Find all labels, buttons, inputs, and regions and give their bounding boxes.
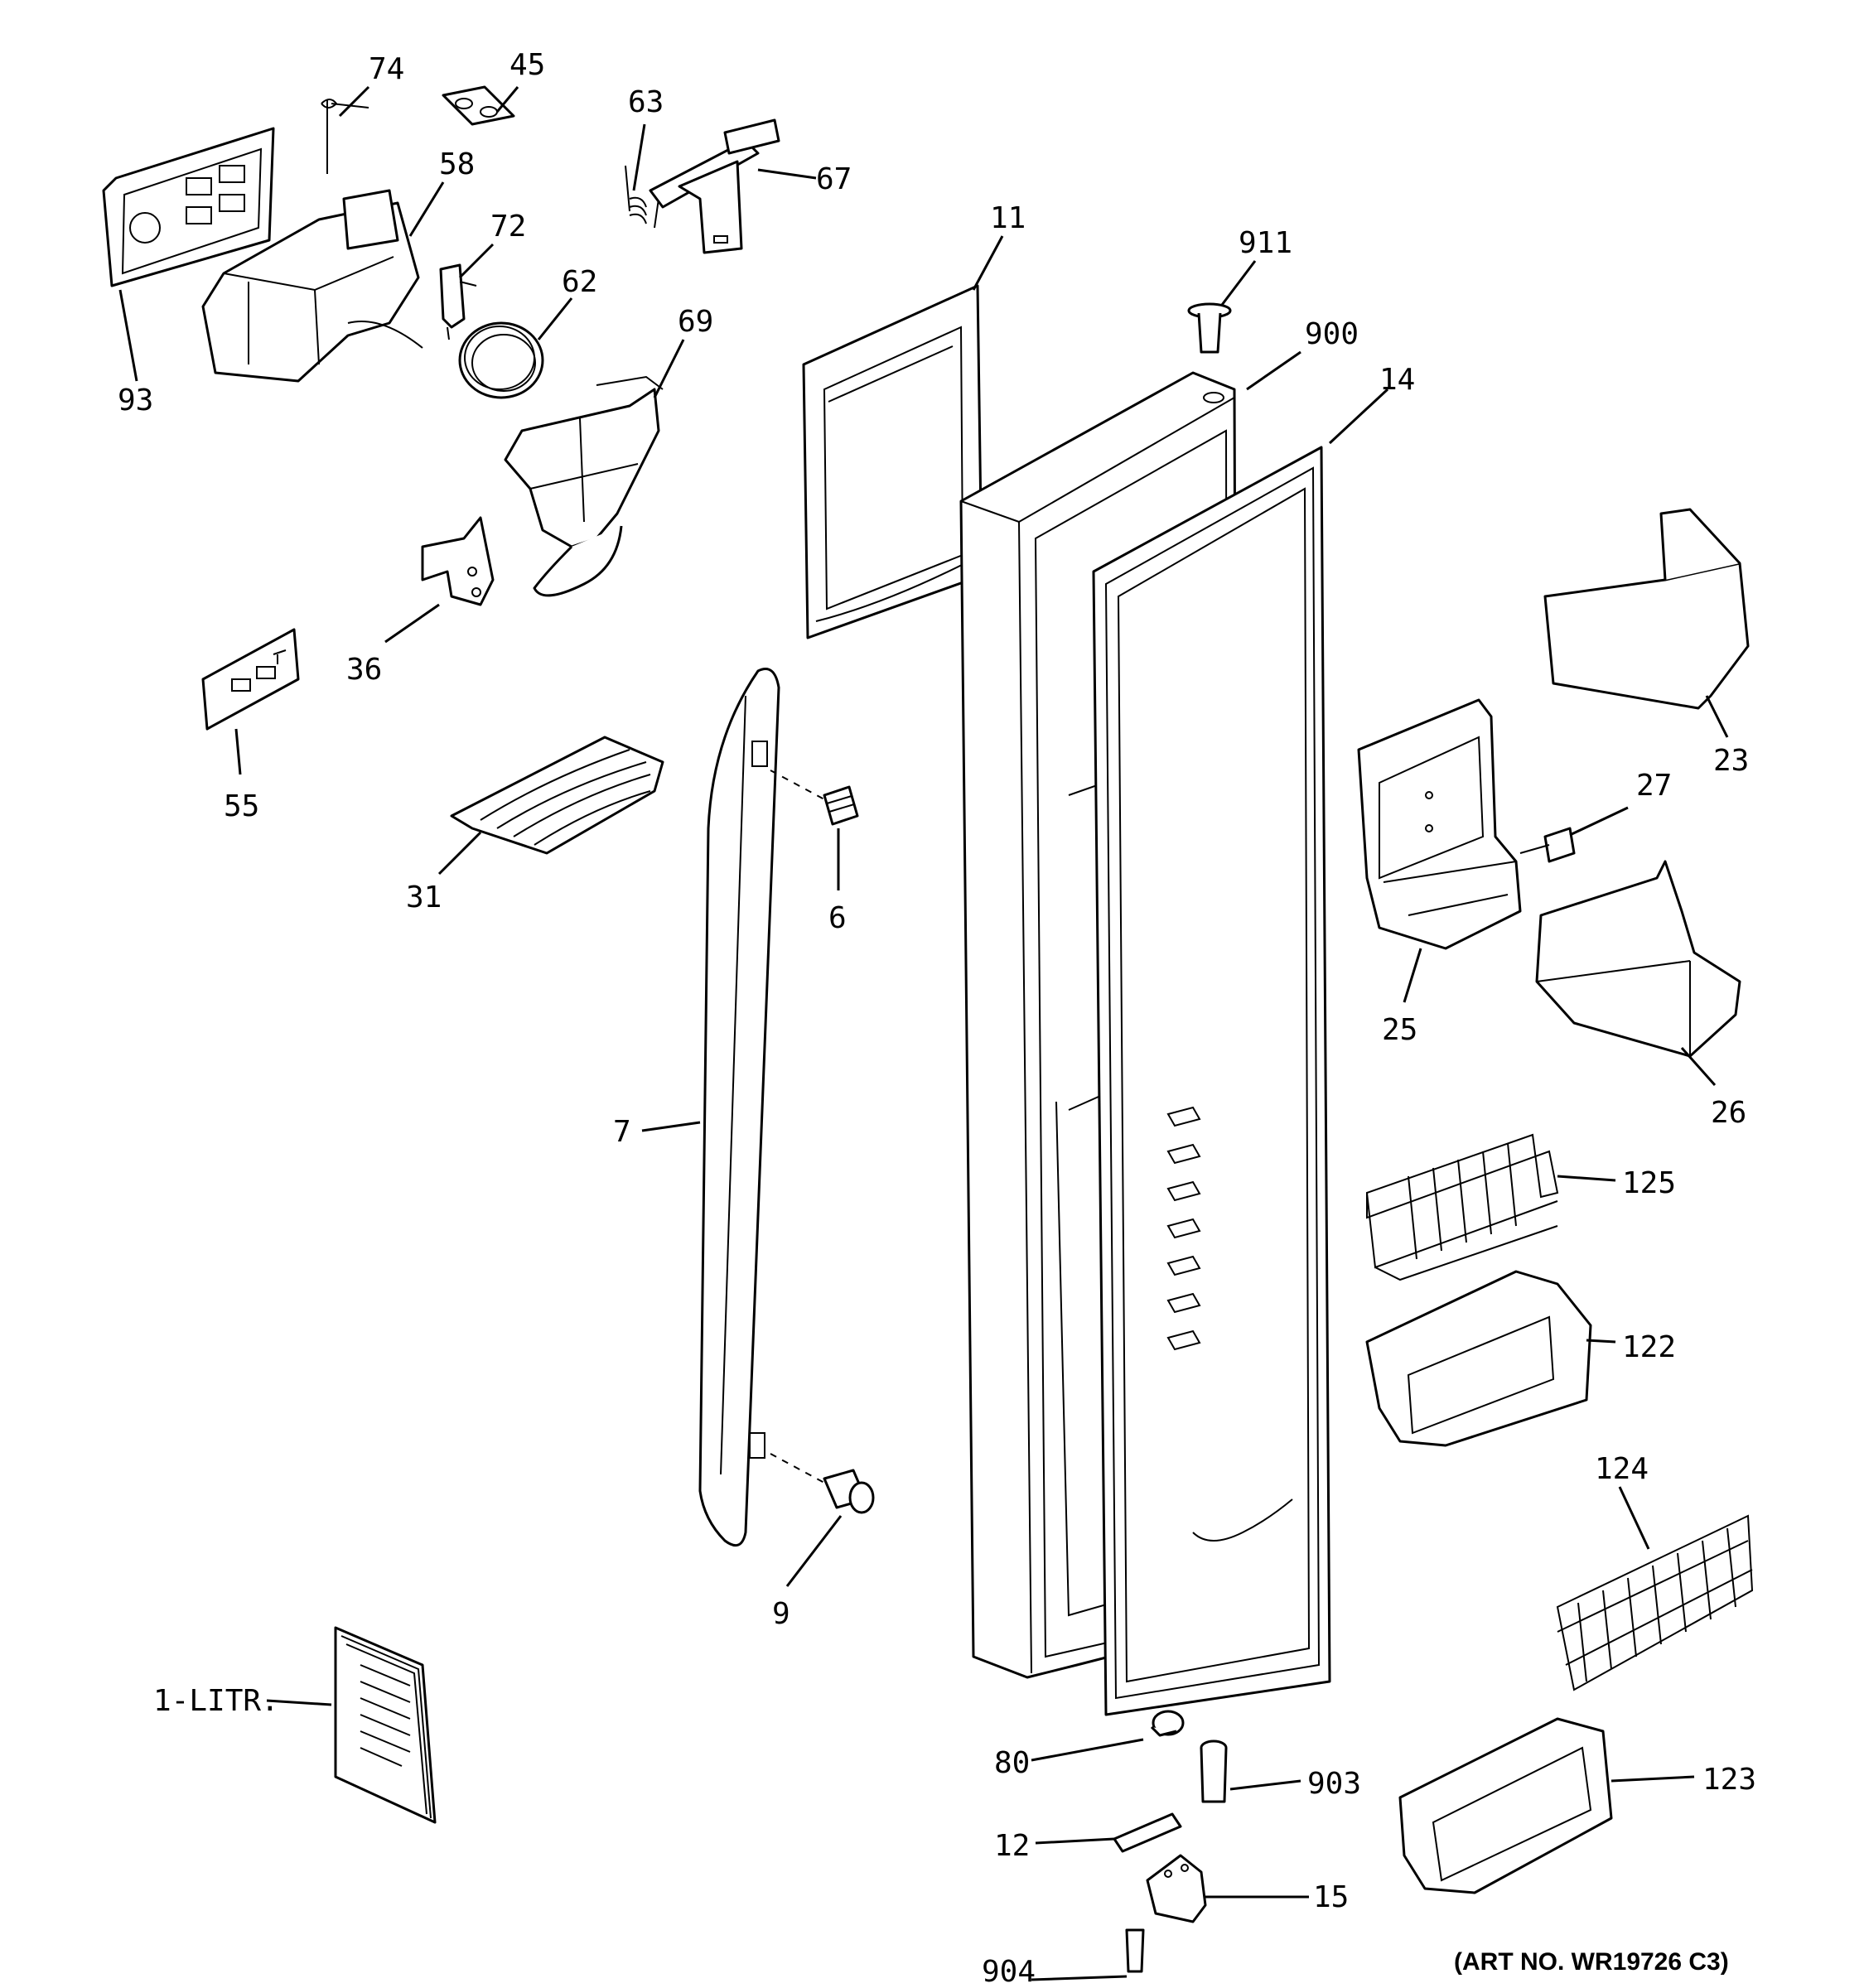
leader-lines (118, 85, 1729, 1981)
callout-69: 69 (678, 305, 713, 339)
part-123-bin (1398, 1717, 1613, 1894)
part-45-bracket (442, 85, 515, 126)
part-72-switch (439, 263, 477, 340)
part-23-cover (1543, 508, 1750, 710)
part-80-plug (1150, 1710, 1185, 1737)
callout-903: 903 (1307, 1767, 1361, 1801)
callout-55: 55 (224, 789, 259, 823)
part-55-board (201, 628, 300, 731)
callout-11: 11 (990, 201, 1026, 235)
part-124-wire-shelf (1556, 1514, 1754, 1691)
art-number: (ART NO. WR19726 C3) (1454, 1948, 1729, 1976)
part-125-wire-shelf (1366, 1133, 1559, 1281)
callout-58: 58 (439, 147, 475, 181)
callout-31: 31 (406, 881, 442, 914)
callout-15: 15 (1313, 1880, 1349, 1914)
callout-45: 45 (509, 48, 545, 82)
part-63-spring (625, 165, 659, 229)
callout-26: 26 (1711, 1096, 1746, 1130)
callout-9: 9 (772, 1597, 790, 1631)
part-67-lever (649, 118, 780, 254)
callout-63: 63 (628, 85, 664, 119)
part-31-grille (450, 736, 664, 855)
callout-23: 23 (1713, 744, 1749, 778)
door-shelf-clips (1166, 1106, 1293, 1542)
part-93-dispenser-panel (102, 127, 275, 287)
part-58-housing (201, 189, 423, 383)
part-911-bushing (1187, 302, 1232, 354)
callout-62: 62 (562, 265, 597, 299)
part-26-bin (1535, 860, 1741, 1058)
callout-36: 36 (346, 653, 382, 687)
callout-67: 67 (816, 162, 852, 196)
callout-904: 904 (982, 1955, 1036, 1988)
part-903-hinge-pin (1200, 1740, 1228, 1803)
callout-1-litr: 1-LITR. (153, 1684, 279, 1718)
part-14-gasket (1092, 446, 1331, 1716)
callout-125: 125 (1622, 1166, 1676, 1200)
part-69-ice-chute (504, 375, 664, 597)
part-12-bracket (1113, 1812, 1182, 1853)
part-9-screw (770, 1453, 875, 1514)
callout-12: 12 (994, 1829, 1030, 1863)
callout-900: 900 (1305, 317, 1359, 351)
callout-labels: 74 45 63 67 58 72 62 69 93 11 911 900 14… (118, 48, 1756, 1988)
callout-72: 72 (490, 210, 526, 244)
callout-122: 122 (1622, 1330, 1676, 1364)
part-25-bin (1357, 698, 1522, 950)
callout-14: 14 (1379, 363, 1415, 397)
part-36-bracket (421, 516, 495, 606)
callout-74: 74 (369, 52, 404, 86)
part-62-motor-ring (458, 321, 544, 399)
part-904-screw (1125, 1928, 1145, 1973)
part-15-hinge (1146, 1854, 1207, 1923)
part-7-handle (698, 668, 780, 1547)
callout-27: 27 (1636, 769, 1672, 803)
callout-93: 93 (118, 384, 153, 417)
callout-6: 6 (828, 901, 847, 935)
part-122-bin (1365, 1270, 1592, 1447)
part-27-screw (1519, 827, 1576, 863)
callout-911: 911 (1239, 226, 1292, 260)
callout-123: 123 (1702, 1763, 1756, 1797)
callout-7: 7 (613, 1115, 631, 1149)
part-11-frame (802, 284, 983, 639)
callout-80: 80 (994, 1746, 1030, 1780)
callout-124: 124 (1595, 1452, 1649, 1486)
part-6-screw (770, 770, 859, 826)
callout-25: 25 (1382, 1013, 1417, 1047)
part-1-litr-literature (334, 1626, 437, 1824)
